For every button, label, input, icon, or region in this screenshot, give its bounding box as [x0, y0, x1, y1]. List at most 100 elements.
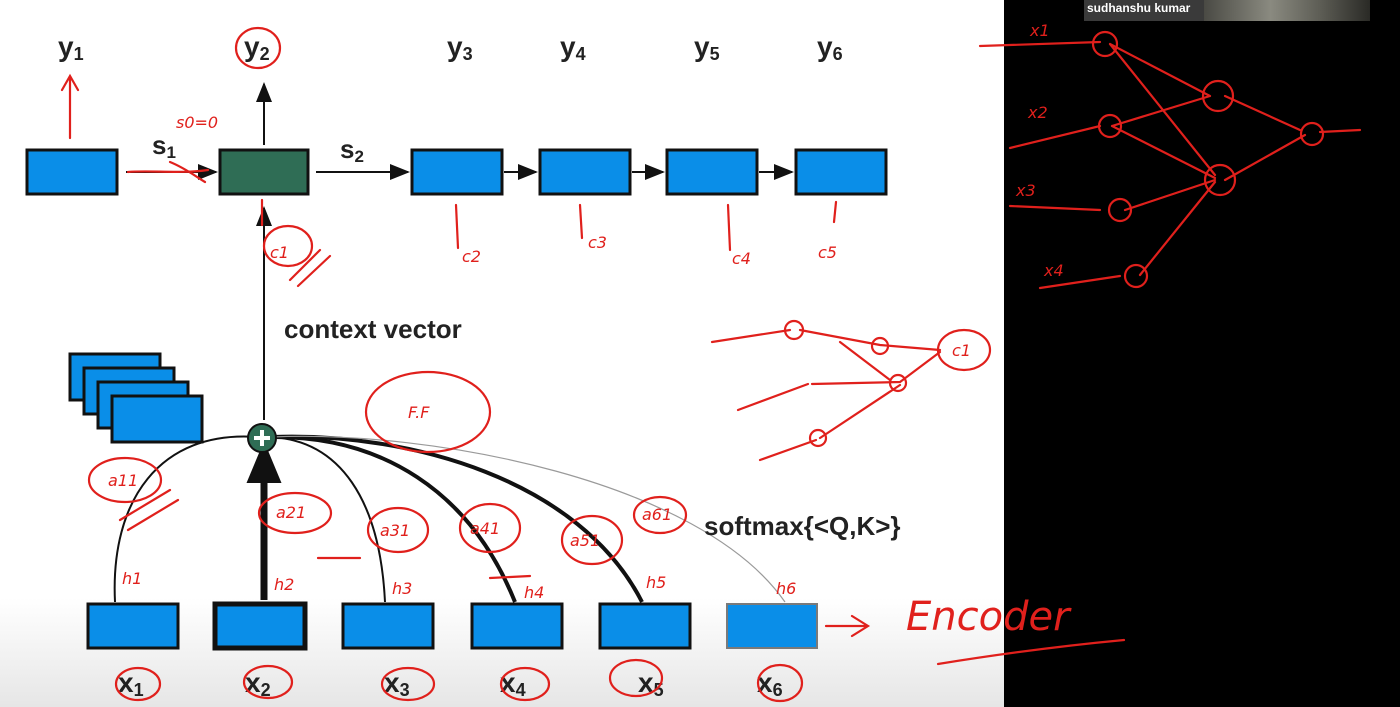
ink-net-node-in2	[1097, 113, 1123, 139]
ink-node-3	[888, 373, 908, 393]
decoder-output-y2: y2	[244, 31, 270, 64]
ink-text-ff: F.F	[408, 403, 430, 422]
encoder-input-x1: x1	[118, 667, 144, 700]
ink-circle-a31	[366, 506, 430, 554]
ink-strokes	[118, 488, 532, 580]
ink-net-node-out	[1299, 121, 1325, 147]
ink-scribble-s1	[126, 160, 210, 184]
ink-circle-x5	[608, 658, 664, 698]
ink-text-net-x1: x1	[1029, 21, 1050, 40]
ink-text-h1: h1	[122, 569, 142, 588]
ink-text-c1: c1	[270, 243, 289, 262]
ink-arrow-encoder	[824, 614, 871, 638]
ink-circle-y2	[234, 26, 282, 70]
attention-curve-h3	[269, 436, 386, 603]
ink-text-h2: h2	[274, 575, 294, 594]
encoder-cell-1	[86, 602, 180, 650]
encoder-cell-6	[726, 603, 818, 649]
ink-circle-x6	[756, 663, 804, 703]
ink-text-a11: a11	[108, 471, 138, 490]
encoder-cell-2	[212, 601, 308, 651]
ink-text-a21: a21	[276, 503, 306, 522]
decoder-output-y1: y1	[58, 31, 84, 64]
encoder-input-x2: x2	[245, 667, 271, 700]
decoder-cell-1	[25, 148, 119, 196]
ink-text-a31: a31	[380, 521, 410, 540]
ink-text-a51: a51	[570, 531, 600, 550]
ink-text-h4: h4	[524, 583, 544, 602]
lecture-slide: y1 y2 y3 y4 y5 y6 s1 s2 context vector	[0, 0, 1004, 707]
ink-circle-ff	[364, 370, 492, 454]
ink-text-s0: s0=0	[176, 113, 218, 132]
ink-circle-x2	[242, 664, 294, 700]
ink-node-c1	[936, 328, 992, 372]
ink-circle-a61	[632, 495, 688, 535]
ink-text-net-x2: x2	[1027, 103, 1048, 122]
attention-curve-h5	[271, 434, 644, 603]
decoder-cell-3	[410, 148, 504, 196]
ink-text-net-x3: x3	[1015, 181, 1036, 200]
attention-curve-h6	[271, 435, 786, 603]
ink-circle-a51	[560, 514, 624, 566]
decoder-cell-4	[538, 148, 632, 196]
ink-arrow-y1	[60, 73, 80, 140]
ink-node-1	[783, 319, 805, 341]
ink-circle-a11	[87, 456, 163, 504]
ink-text-h3: h3	[392, 579, 412, 598]
decoder-output-y4: y4	[560, 31, 586, 64]
softmax-label: softmax{<Q,K>}	[704, 511, 901, 541]
ink-circle-a21	[257, 491, 333, 535]
ink-text-h5: h5	[646, 573, 666, 592]
ink-circle-x3	[380, 666, 436, 702]
ink-mini-network	[710, 328, 942, 462]
encoder-cell-3	[341, 602, 435, 650]
ink-net-node-in3	[1107, 197, 1133, 223]
ink-net-node-in1	[1091, 30, 1119, 58]
attention-curve-h4	[271, 434, 517, 603]
ink-hatch-c1	[288, 248, 332, 288]
ink-net-node-in4	[1123, 263, 1149, 289]
decoder-output-y3: y3	[447, 31, 473, 64]
ink-input-lines	[978, 40, 1122, 290]
decoder-output-y6: y6	[817, 31, 843, 64]
stacked-cell-4	[110, 394, 204, 444]
attention-curve-h1	[113, 435, 258, 603]
encoder-cell-4	[470, 602, 564, 650]
ink-network-edges	[1108, 42, 1362, 277]
decoder-state-s2: s2	[340, 134, 364, 166]
decoder-cell-2-active	[218, 148, 310, 196]
ink-underline-encoder	[936, 638, 1126, 666]
ink-text-c2: c2	[462, 247, 481, 266]
ink-context-ticks	[454, 200, 838, 252]
attention-diagram: y1 y2 y3 y4 y5 y6 s1 s2 context vector	[25, 31, 901, 700]
ink-circle-x4	[499, 666, 551, 702]
encoder-input-x5: x5	[638, 667, 664, 700]
ink-text-a41: a41	[470, 519, 500, 538]
decoder-cell-6	[794, 148, 888, 196]
ink-text-a61: a61	[642, 505, 672, 524]
participant-video-tile[interactable]: sudhanshu kumar	[1084, 0, 1370, 21]
decoder-state-s1: s1	[152, 130, 176, 162]
participant-name: sudhanshu kumar	[1087, 1, 1191, 15]
video-feed	[1204, 0, 1370, 21]
ink-node-4	[808, 428, 828, 448]
plus-icon	[254, 430, 270, 446]
ink-circle-x1	[114, 666, 162, 702]
ink-node-2	[870, 336, 890, 356]
decoder-cell-5	[665, 148, 759, 196]
ink-text-c5: c5	[818, 243, 837, 262]
ink-text-encoder: Encoder	[906, 594, 1072, 640]
ink-text-mini-c1: c1	[952, 341, 971, 360]
ink-circle-c1	[262, 224, 314, 268]
ink-circle-a41	[458, 502, 522, 554]
ink-text-net-x4: x4	[1043, 261, 1064, 280]
ink-net-node-h1	[1201, 79, 1235, 113]
decoder-output-y5: y5	[694, 31, 720, 64]
ink-text-c3: c3	[588, 233, 607, 252]
ink-text-c4: c4	[732, 249, 751, 268]
ink-net-node-h2	[1203, 163, 1237, 197]
ink-text-h6: h6	[776, 579, 796, 598]
encoder-cell-5	[598, 602, 692, 650]
context-vector-label: context vector	[284, 314, 462, 344]
